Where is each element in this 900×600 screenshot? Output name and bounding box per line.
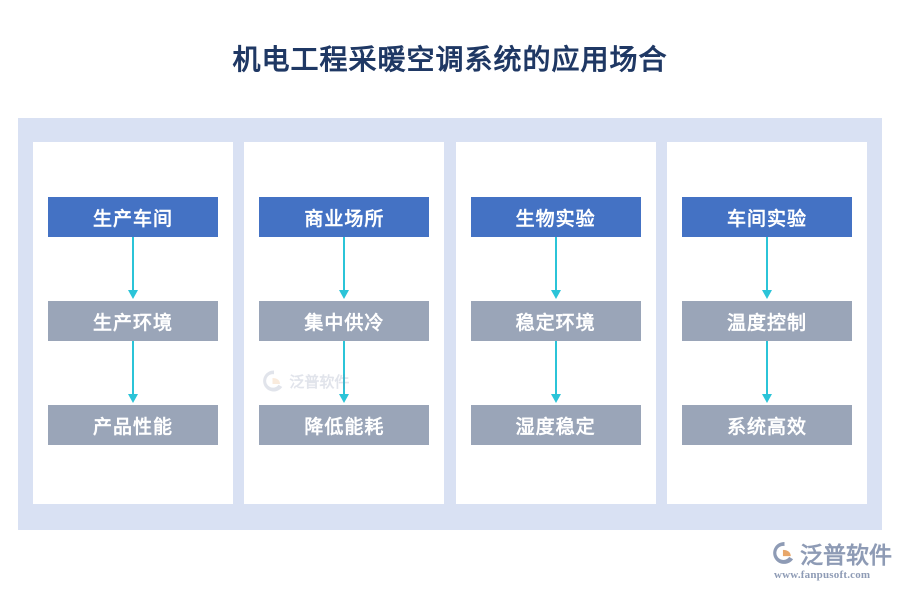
arrow-down-icon: [334, 341, 354, 405]
watermark: 泛普软件: [262, 364, 382, 398]
arrow-down-icon: [334, 237, 354, 301]
arrow-line: [554, 341, 557, 397]
flow-header-box-4[interactable]: 车间实验: [681, 197, 852, 237]
flow-step-box-4-1[interactable]: 温度控制: [681, 301, 852, 341]
flow-step-box-3-1[interactable]: 稳定环境: [470, 301, 641, 341]
arrow-line: [343, 341, 346, 397]
arrow-line: [765, 341, 768, 397]
flow-step-box-2-2[interactable]: 降低能耗: [259, 405, 430, 445]
page-title: 机电工程采暖空调系统的应用场合: [232, 45, 668, 76]
arrow-down-icon: [123, 237, 143, 301]
flow-step-box-1-1[interactable]: 生产环境: [48, 301, 218, 341]
arrow-line: [343, 237, 346, 293]
arrow-line: [132, 341, 134, 397]
flow-column-1: 生产车间 生产环境 产品性能: [33, 142, 233, 504]
arrow-head: [761, 394, 772, 403]
arrow-down-icon: [757, 341, 777, 405]
flow-column-2: 商业场所 集中供冷 降低能耗 泛普软件: [244, 142, 445, 504]
flow-column-4: 车间实验 温度控制 系统高效: [666, 142, 867, 504]
arrow-head: [550, 290, 561, 299]
flow-header-box-2[interactable]: 商业场所: [259, 197, 430, 237]
brand-logo: 泛普软件 www.fanpusoft.com: [772, 538, 892, 586]
flow-step-box-3-2[interactable]: 湿度稳定: [470, 405, 641, 445]
arrow-head: [761, 290, 772, 299]
arrow-line: [765, 237, 768, 293]
arrow-head: [339, 290, 350, 299]
fanpu-logo-icon: [773, 542, 794, 564]
flow-header-box-3[interactable]: 生物实验: [470, 197, 641, 237]
arrow-head: [339, 394, 350, 403]
arrow-head: [128, 290, 138, 299]
arrow-down-icon: [546, 237, 566, 301]
flow-header-box-1[interactable]: 生产车间: [48, 197, 218, 237]
fanpu-logo-icon: [263, 370, 283, 392]
arrow-head: [128, 394, 138, 403]
arrow-down-icon: [757, 237, 777, 301]
arrow-line: [132, 237, 134, 293]
arrow-line: [554, 237, 557, 293]
brand-logo-name: 泛普软件: [800, 543, 892, 568]
brand-logo-row: 泛普软件: [772, 538, 892, 568]
flow-step-box-1-2[interactable]: 产品性能: [48, 405, 218, 445]
flow-columns-container: 生产车间 生产环境 产品性能 商业场所 集中供冷 降低能耗: [18, 142, 882, 504]
arrow-head: [550, 394, 561, 403]
flow-column-3: 生物实验 稳定环境 湿度稳定: [455, 142, 656, 504]
arrow-down-icon: [123, 341, 143, 405]
brand-logo-url: www.fanpusoft.com: [774, 569, 871, 581]
arrow-down-icon: [546, 341, 566, 405]
flow-step-box-4-2[interactable]: 系统高效: [681, 405, 852, 445]
flow-step-box-2-1[interactable]: 集中供冷: [259, 301, 430, 341]
